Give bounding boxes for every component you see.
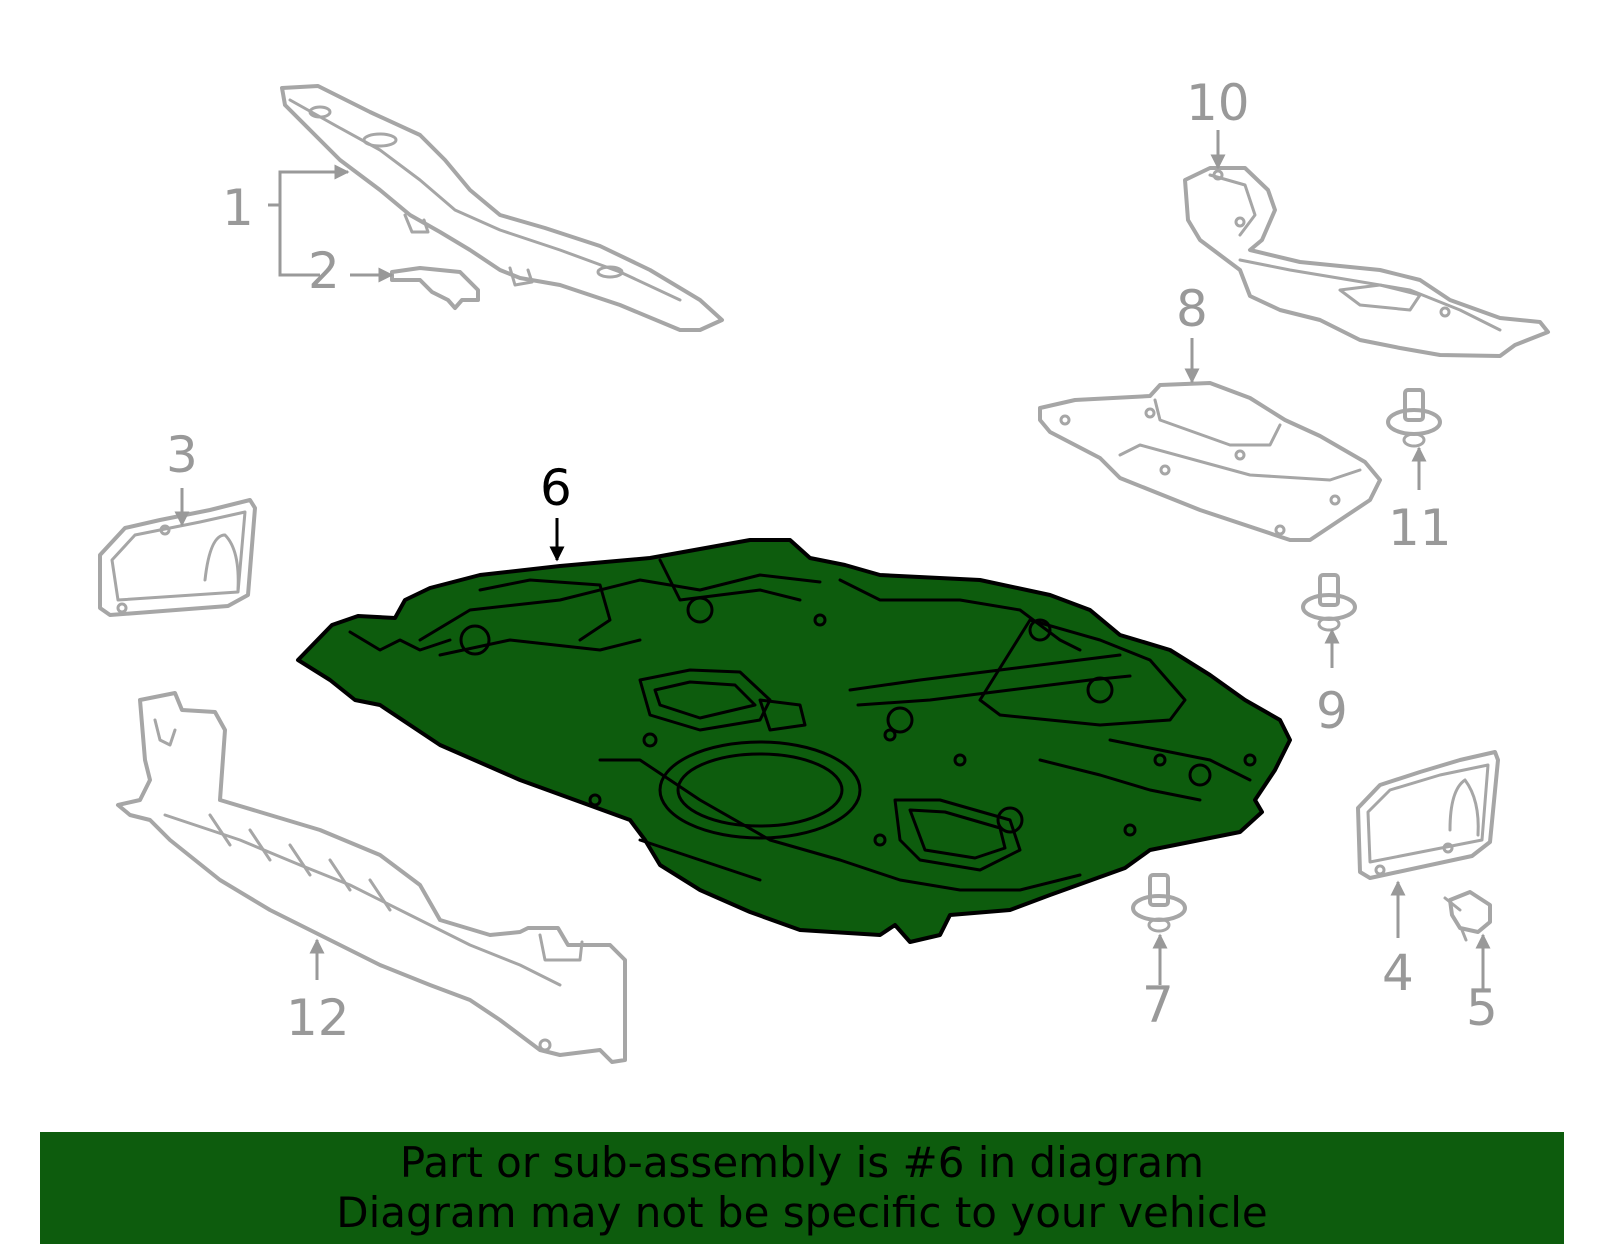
callout-8: 8 (1176, 280, 1208, 338)
part-8-center-plate[interactable] (1038, 381, 1382, 542)
part-6-body[interactable] (296, 538, 1292, 944)
part-2-clip[interactable] (390, 266, 480, 310)
callout-10: 10 (1186, 74, 1250, 132)
part-6-engine-under-cover[interactable] (296, 538, 1292, 944)
callout-3: 3 (166, 426, 198, 484)
callout-2: 2 (308, 242, 340, 300)
part-11-fastener[interactable] (1386, 388, 1442, 448)
banner-line-1: Part or sub-assembly is #6 in diagram (399, 1138, 1205, 1187)
leader-lines (174, 130, 1491, 990)
callout-12: 12 (286, 989, 350, 1047)
callout-7: 7 (1142, 976, 1174, 1034)
part-4-right-cover[interactable] (1356, 750, 1500, 880)
part-9-fastener[interactable] (1301, 573, 1357, 632)
callout-4: 4 (1382, 944, 1414, 1002)
part-10-right-shield[interactable] (1183, 166, 1550, 358)
part-7-fastener[interactable] (1131, 873, 1187, 933)
part-1-upper-shield[interactable] (280, 84, 724, 332)
banner-line-2: Diagram may not be specific to your vehi… (336, 1188, 1268, 1237)
part-3-left-cover[interactable] (98, 498, 257, 617)
part-12-lower-bar[interactable] (116, 691, 627, 1064)
callout-11: 11 (1388, 499, 1452, 557)
info-banner: Part or sub-assembly is #6 in diagram Di… (40, 1132, 1564, 1244)
callout-9: 9 (1316, 682, 1348, 740)
callout-6: 6 (540, 459, 572, 517)
part-5-bolt[interactable] (1443, 890, 1492, 942)
callout-5: 5 (1466, 979, 1498, 1037)
callout-1: 1 (222, 179, 254, 237)
